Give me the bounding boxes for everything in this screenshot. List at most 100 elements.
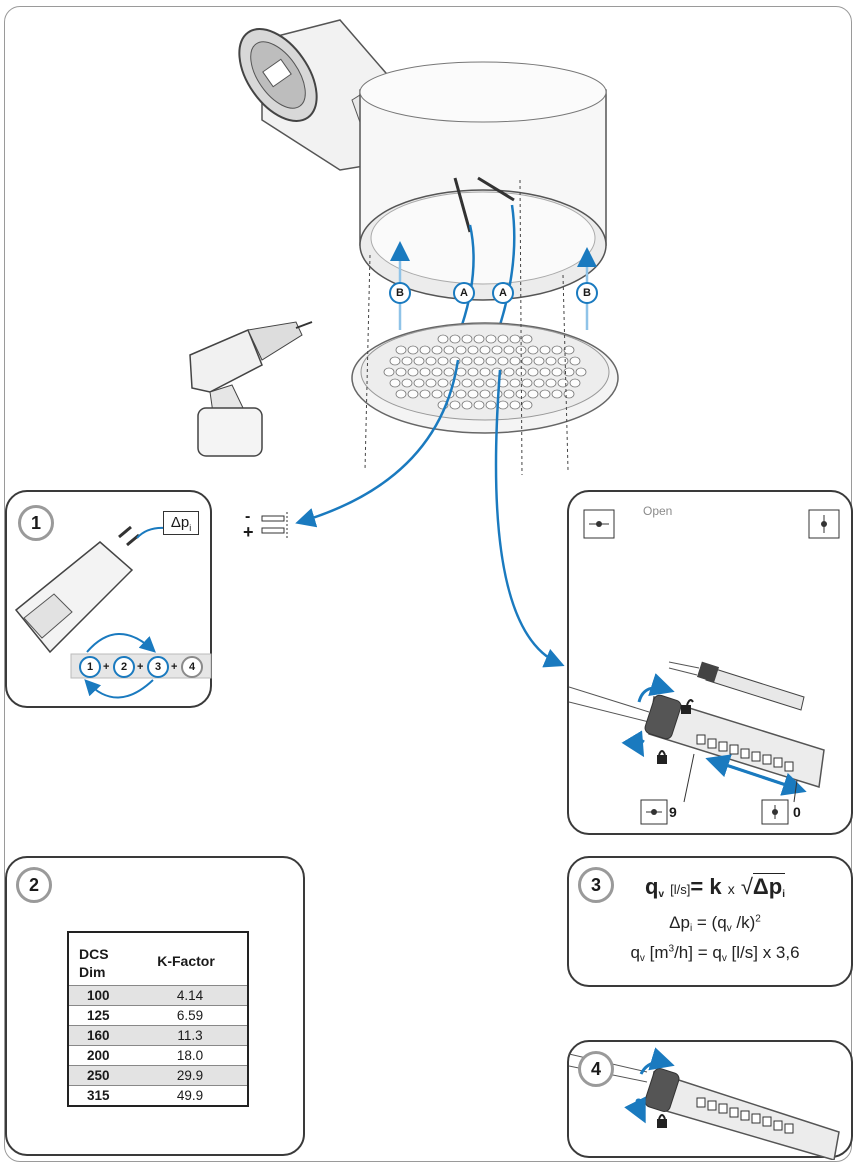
- plate-hole: [563, 345, 575, 355]
- formula-flow-rate: qv [l/s]= k x √Δpi: [645, 873, 785, 900]
- plate-hole: [401, 356, 413, 366]
- diffuser-face-plate: [351, 322, 619, 434]
- delta-p-label: Δpi: [163, 511, 199, 535]
- plate-hole: [479, 389, 491, 399]
- plate-hole: [443, 367, 455, 377]
- header-k-factor: K-Factor: [157, 953, 215, 969]
- plate-hole: [431, 389, 443, 399]
- plate-hole: [431, 345, 443, 355]
- plate-hole: [389, 356, 401, 366]
- plate-hole: [551, 345, 563, 355]
- sequence-1: 1: [79, 656, 101, 678]
- adjustment-panel: Open 9 0: [567, 490, 853, 835]
- plate-hole: [449, 334, 461, 344]
- plate-hole: [551, 389, 563, 399]
- pressure-gauge-icon: [261, 512, 288, 540]
- plate-hole: [443, 345, 455, 355]
- plate-hole: [503, 389, 515, 399]
- plate-hole: [383, 367, 395, 377]
- label-b-left: B: [389, 282, 411, 304]
- plate-hole: [473, 378, 485, 388]
- formula-conversion: qv [m3/h] = qv [l/s] x 3,6: [630, 943, 800, 964]
- label-a-left: A: [453, 282, 475, 304]
- table-header: DCS Dim K-Factor: [69, 933, 247, 985]
- plate-hole: [563, 367, 575, 377]
- scale-9-label: 9: [669, 804, 677, 820]
- plate-hole: [485, 334, 497, 344]
- plate-hole: [419, 389, 431, 399]
- plate-hole: [425, 356, 437, 366]
- plate-hole: [497, 334, 509, 344]
- plate-hole: [473, 400, 485, 410]
- plate-hole: [455, 345, 467, 355]
- plate-hole: [545, 356, 557, 366]
- step-4-panel: 4: [567, 1040, 853, 1160]
- label-a-right: A: [492, 282, 514, 304]
- plate-hole: [545, 378, 557, 388]
- plate-hole: [575, 367, 587, 377]
- plate-hole: [485, 356, 497, 366]
- step-3-panel: 3: [567, 856, 853, 987]
- plate-hole: [389, 378, 401, 388]
- header-dcs: DCS: [79, 946, 109, 962]
- plate-hole: [485, 400, 497, 410]
- plate-hole: [497, 400, 509, 410]
- plate-hole: [437, 334, 449, 344]
- plate-hole: [527, 389, 539, 399]
- plate-hole: [407, 367, 419, 377]
- open-label: Open: [643, 504, 673, 518]
- step-3-badge: 3: [578, 867, 614, 903]
- plate-hole: [461, 334, 473, 344]
- plate-hole: [461, 400, 473, 410]
- plate-hole: [491, 345, 503, 355]
- scale-0-label: 0: [793, 804, 801, 820]
- sequence-3: 3: [147, 656, 169, 678]
- plate-hole: [503, 367, 515, 377]
- plate-hole: [461, 378, 473, 388]
- plate-hole: [467, 367, 479, 377]
- header-dim: Dim: [79, 964, 106, 980]
- plate-hole: [407, 345, 419, 355]
- plate-hole: [509, 356, 521, 366]
- plate-hole: [521, 378, 533, 388]
- plate-hole: [569, 378, 581, 388]
- sequence-plus-2: +: [137, 661, 144, 673]
- plate-hole: [395, 345, 407, 355]
- plate-hole: [485, 378, 497, 388]
- plate-hole: [473, 334, 485, 344]
- plate-hole: [395, 367, 407, 377]
- plate-hole: [401, 378, 413, 388]
- plenum-box: [359, 61, 607, 301]
- plate-hole: [527, 345, 539, 355]
- minus-sign: -: [245, 508, 251, 525]
- plate-hole: [521, 400, 533, 410]
- plate-hole: [557, 378, 569, 388]
- plate-hole: [521, 356, 533, 366]
- plate-hole: [437, 356, 449, 366]
- damper-adjust-illustration: [569, 509, 840, 825]
- plate-hole: [503, 345, 515, 355]
- sequence-plus-3: +: [171, 661, 178, 673]
- sequence-4: 4: [181, 656, 203, 678]
- plus-sign: +: [243, 522, 254, 542]
- plate-hole: [419, 367, 431, 377]
- plate-hole: [533, 356, 545, 366]
- label-b-right: B: [576, 282, 598, 304]
- plate-hole: [413, 378, 425, 388]
- plate-hole: [431, 367, 443, 377]
- plate-hole: [539, 345, 551, 355]
- plate-hole: [413, 356, 425, 366]
- plate-hole: [473, 356, 485, 366]
- drill-icon: [189, 321, 313, 457]
- plate-holes: [383, 334, 587, 410]
- plate-hole: [497, 356, 509, 366]
- plate-hole: [509, 378, 521, 388]
- plate-hole: [521, 334, 533, 344]
- plate-hole: [539, 367, 551, 377]
- plate-hole: [509, 400, 521, 410]
- plate-hole: [509, 334, 521, 344]
- plate-hole: [533, 378, 545, 388]
- plate-hole: [569, 356, 581, 366]
